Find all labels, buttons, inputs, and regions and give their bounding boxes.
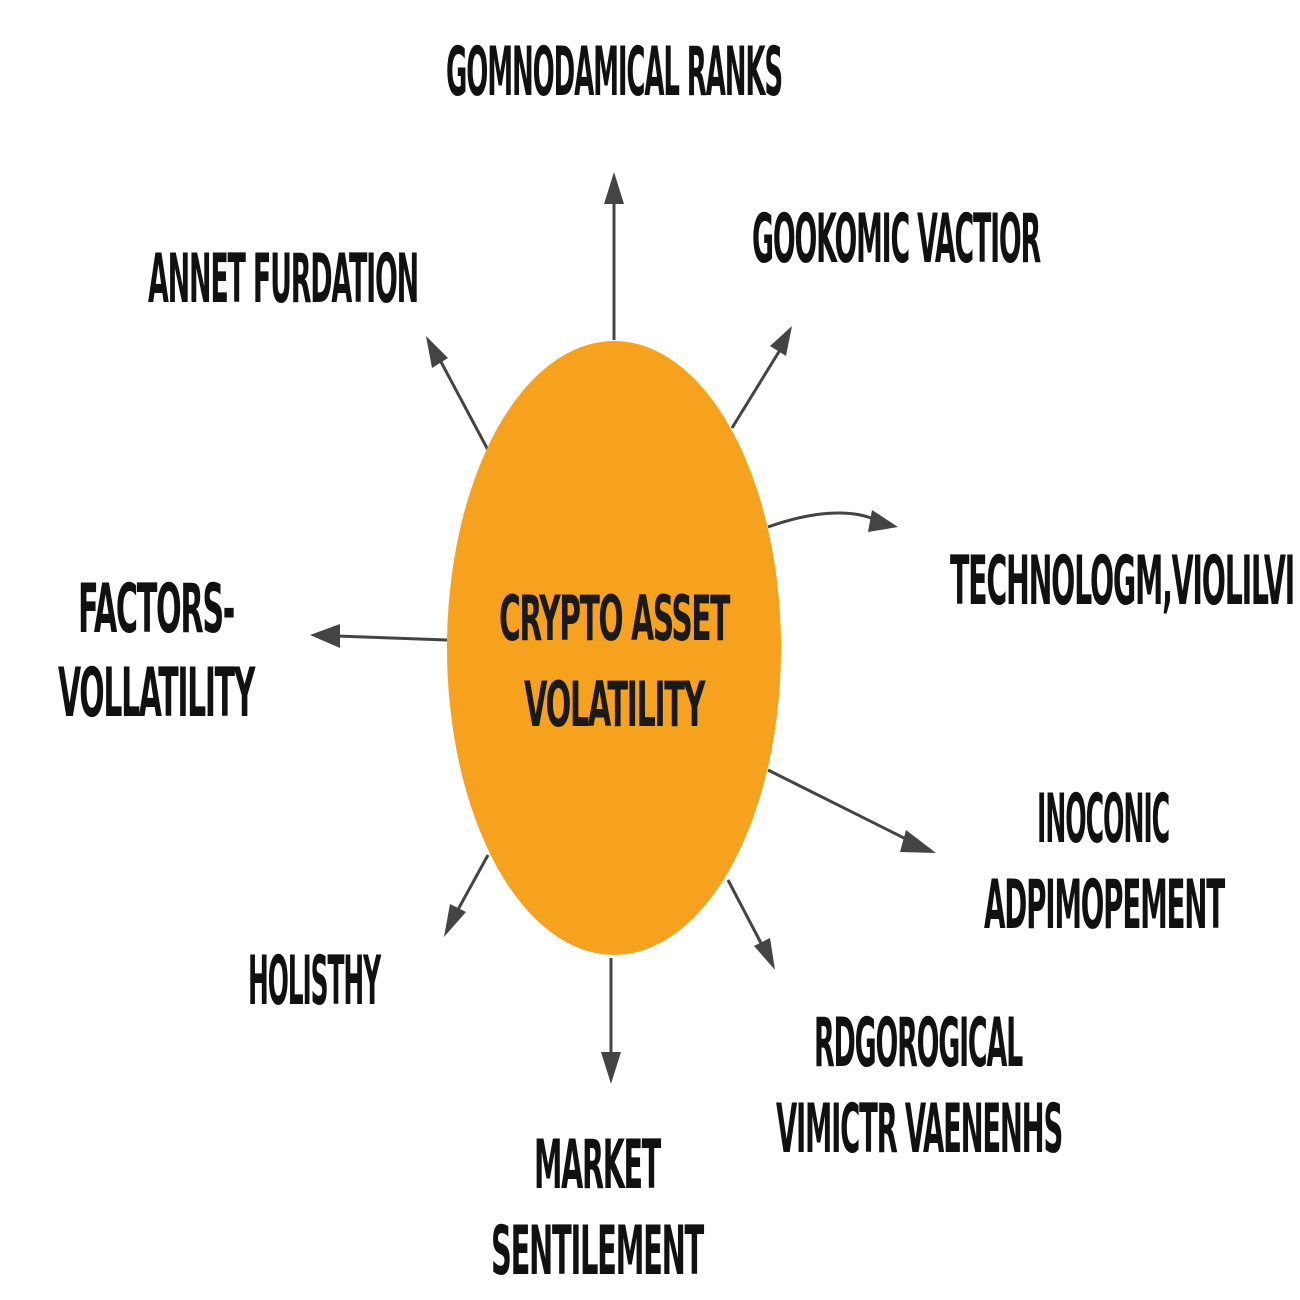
arrow-bottom-right-upper [767,768,913,844]
node-bottom-right-upper-label-line2: ADPIMOPEMENT [984,866,1225,945]
center-label-line1: CRYPTO ASSET [499,582,730,655]
node-bottom-left: HOLISTHY [248,942,384,1021]
node-bottom: MARKET SENTILEMENT [491,1126,708,1291]
arrow-bottom-left [453,854,490,916]
arrow-top-head [604,172,624,204]
center-ellipse [447,341,781,955]
arrow-top-left-head [426,336,448,368]
arrow-top-right [730,349,782,429]
arrows [310,172,936,1084]
node-top-left: ANNET FURDATION [148,240,421,319]
arrow-bottom-right-upper-head [900,830,936,853]
node-left: FACTORS- VOLLATILITY [58,570,259,733]
arrow-top-left [438,359,490,451]
arrow-bottom-right-lower-head [754,938,775,970]
node-bottom-right-upper-label-line1: INOCONIC [1037,780,1169,859]
arrow-left [335,634,448,642]
arrow-right [767,511,877,529]
node-top-right: GOOKOMIC VACTIOR [752,200,1044,279]
node-bottom-right-lower: RDGOROGICAL VIMICTR VAENENHS [776,1004,1065,1169]
node-top-label: GOMNODAMICAL RANKS [446,33,782,112]
node-right-label: TECHNOLOGM,VIOLILVI [950,542,1294,621]
node-left-label-line2: VOLLATILITY [58,654,256,733]
node-top: GOMNODAMICAL RANKS [446,33,785,112]
node-right: TECHNOLOGM,VIOLILVI [950,542,1297,621]
arrow-bottom-right-lower [726,879,764,946]
node-bottom-right-lower-label-line1: RDGOROGICAL [814,1004,1023,1083]
node-bottom-right-upper: INOCONIC ADPIMOPEMENT [984,780,1228,945]
node-bottom-right-lower-label-line2: VIMICTR VAENENHS [776,1090,1062,1169]
arrow-top-right-head [770,326,792,356]
center-node: CRYPTO ASSET VOLATILITY [447,341,781,955]
node-bottom-label-line2: SENTILEMENT [491,1212,705,1291]
center-label-line2: VOLATILITY [524,668,706,741]
arrow-bottom-head [601,1052,621,1084]
node-left-label-line1: FACTORS- [78,570,234,649]
node-bottom-label-line1: MARKET [534,1126,662,1205]
node-bottom-left-label: HOLISTHY [248,942,381,1021]
arrow-bottom-left-head [444,904,466,937]
arrow-left-head [310,624,340,648]
node-top-left-label: ANNET FURDATION [148,240,418,319]
arrow-right-head [868,510,898,532]
node-top-right-label: GOOKOMIC VACTIOR [752,200,1041,279]
